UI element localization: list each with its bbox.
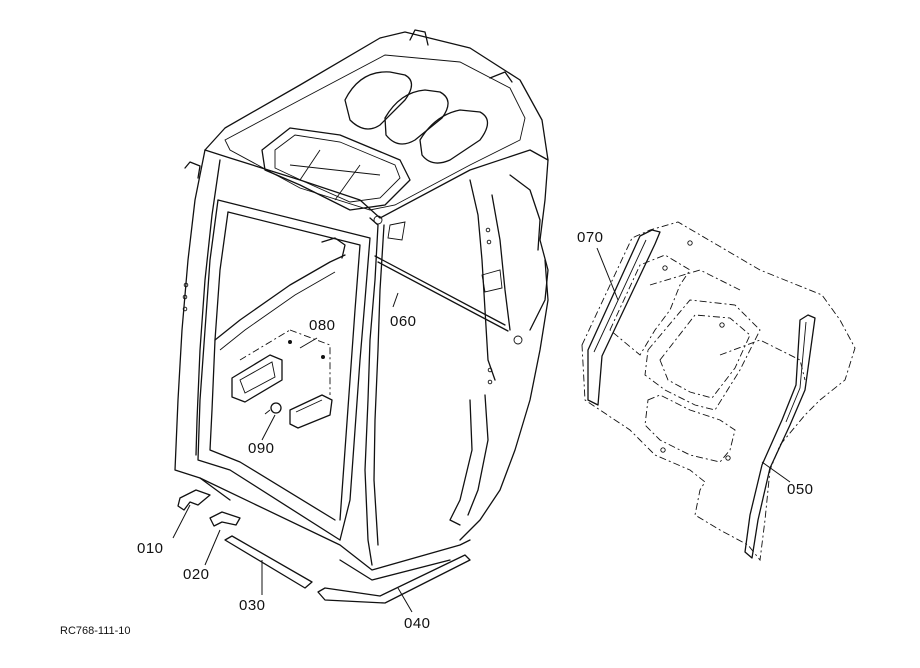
part-label-010: 010 xyxy=(137,540,164,557)
seal-050 xyxy=(744,314,816,559)
seal-020 xyxy=(209,511,241,527)
part-label-050: 050 xyxy=(787,481,814,498)
part-label-070: 070 xyxy=(577,229,604,246)
seal-070 xyxy=(587,229,661,406)
leader-lines xyxy=(172,247,791,613)
seal-010 xyxy=(177,489,211,511)
seal-040 xyxy=(317,554,471,604)
room-lamp-assembly xyxy=(231,329,333,429)
seal-rod-060 xyxy=(374,255,509,332)
seal-030 xyxy=(224,535,313,589)
rear-panel xyxy=(581,221,856,562)
part-label-090: 090 xyxy=(248,440,275,457)
part-label-030: 030 xyxy=(239,597,266,614)
cab-frame xyxy=(174,29,549,581)
part-label-060: 060 xyxy=(390,313,417,330)
part-label-020: 020 xyxy=(183,566,210,583)
part-label-080: 080 xyxy=(309,317,336,334)
drawing-reference: RC768-111-10 xyxy=(60,625,131,637)
part-label-040: 040 xyxy=(404,615,431,632)
